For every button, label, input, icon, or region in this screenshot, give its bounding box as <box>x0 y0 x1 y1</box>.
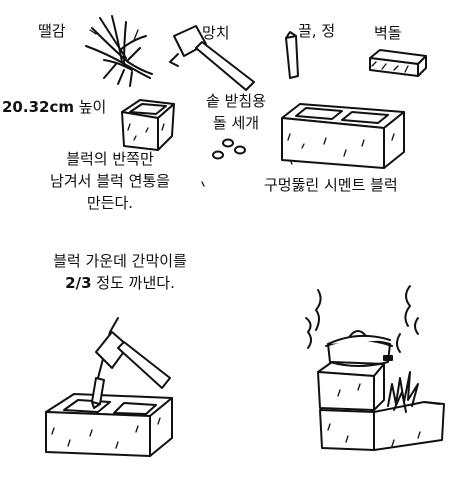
step2-rest: 정도 까낸다. <box>96 274 175 292</box>
step2-line-2: 2/3 정도 까낸다. <box>20 272 220 294</box>
hammer-label: 망치 <box>202 24 230 42</box>
step2-ratio: 2/3 <box>65 274 92 292</box>
height-value: 20.32cm <box>2 98 74 116</box>
cinder-block-label: 구멍뚫린 시멘트 블럭 <box>264 176 398 194</box>
height-label: 20.32cm 높이 <box>2 96 106 118</box>
step1-line-3: 만든다. <box>86 194 134 212</box>
step1-line-2: 남겨서 블럭 연통을 <box>50 172 170 190</box>
brick-label: 벽돌 <box>374 24 402 42</box>
step1-line-1: 블럭의 반쪽만 <box>66 150 154 168</box>
scatter-marks <box>201 159 293 187</box>
step2-caption: 블럭 가운데 간막이를 2/3 정도 까낸다. <box>20 250 220 294</box>
chisel-label: 끌, 정 <box>298 22 336 40</box>
rocket-stove-icon <box>305 285 445 451</box>
cinder-block-icon <box>281 103 405 169</box>
pot-supports-label: 솥 받침용 돌 세개 <box>186 90 286 134</box>
kindling-icon <box>85 15 153 87</box>
pot-supports-line-2: 돌 세개 <box>212 114 260 132</box>
half-block-icon <box>121 99 175 151</box>
carving-block-icon <box>45 393 173 457</box>
stones-icon <box>212 138 246 160</box>
chisel-icon <box>285 31 299 79</box>
pot-supports-line-1: 솥 받침용 <box>206 92 266 110</box>
step2-line-1: 블럭 가운데 간막이를 <box>53 252 187 270</box>
hammer-icon <box>169 25 255 91</box>
kindling-label: 땔감 <box>38 22 66 40</box>
carving-chisel-icon <box>91 317 119 409</box>
height-word: 높이 <box>78 98 107 116</box>
step1-caption: 블럭의 반쪽만 남겨서 블럭 연통을 만든다. <box>20 148 200 214</box>
carving-hammer-icon <box>95 331 171 389</box>
brick-icon <box>369 49 427 77</box>
